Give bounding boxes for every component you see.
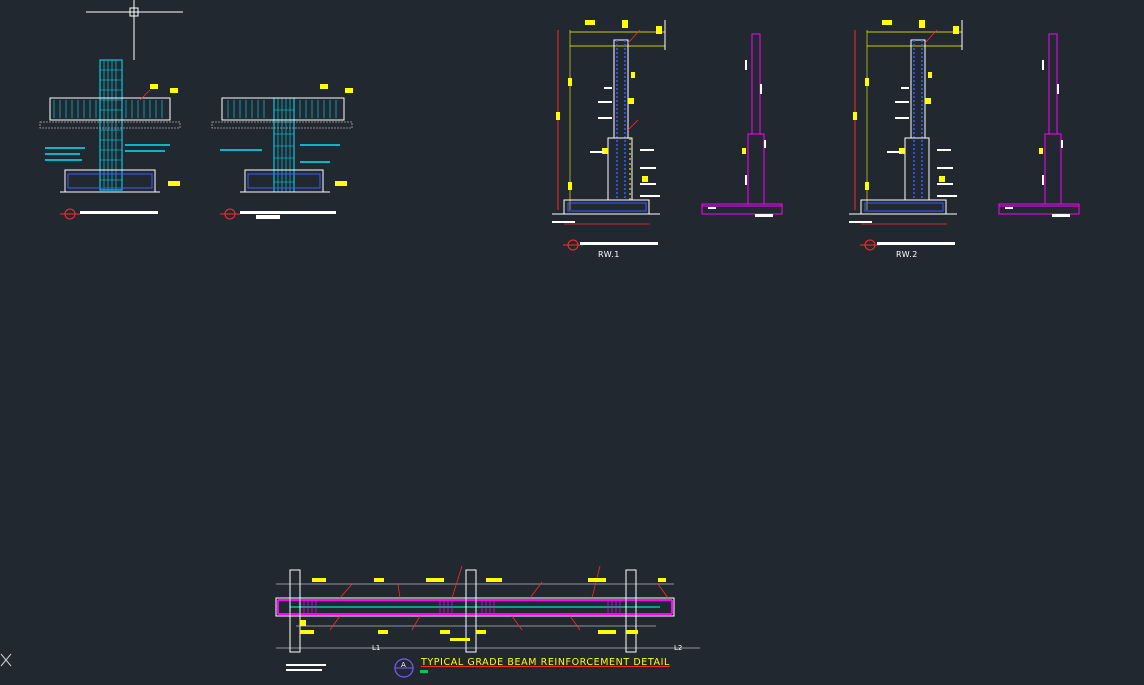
retaining-wall-1-rebar-elevation: [701, 33, 783, 217]
footing-section-1: [39, 59, 181, 220]
beam-span-l1: L1: [372, 644, 381, 652]
beam-detail-marker: [394, 658, 428, 678]
grade-beam-elevation: [275, 565, 700, 671]
wall-2-label: RW.2: [896, 250, 918, 259]
retaining-wall-2-rebar-elevation: [998, 33, 1080, 217]
ucs-close-icon[interactable]: [0, 653, 12, 667]
crosshair-cursor-icon: [86, 0, 183, 60]
retaining-wall-1-section: [552, 20, 666, 251]
beam-detail-title: TYPICAL GRADE BEAM REINFORCEMENT DETAIL: [421, 657, 670, 668]
beam-marker-letter: A: [401, 661, 406, 669]
beam-span-l2: L2: [674, 644, 683, 652]
retaining-wall-2-section: [849, 20, 963, 251]
footing-section-2: [211, 84, 353, 220]
wall-1-label: RW.1: [598, 250, 620, 259]
